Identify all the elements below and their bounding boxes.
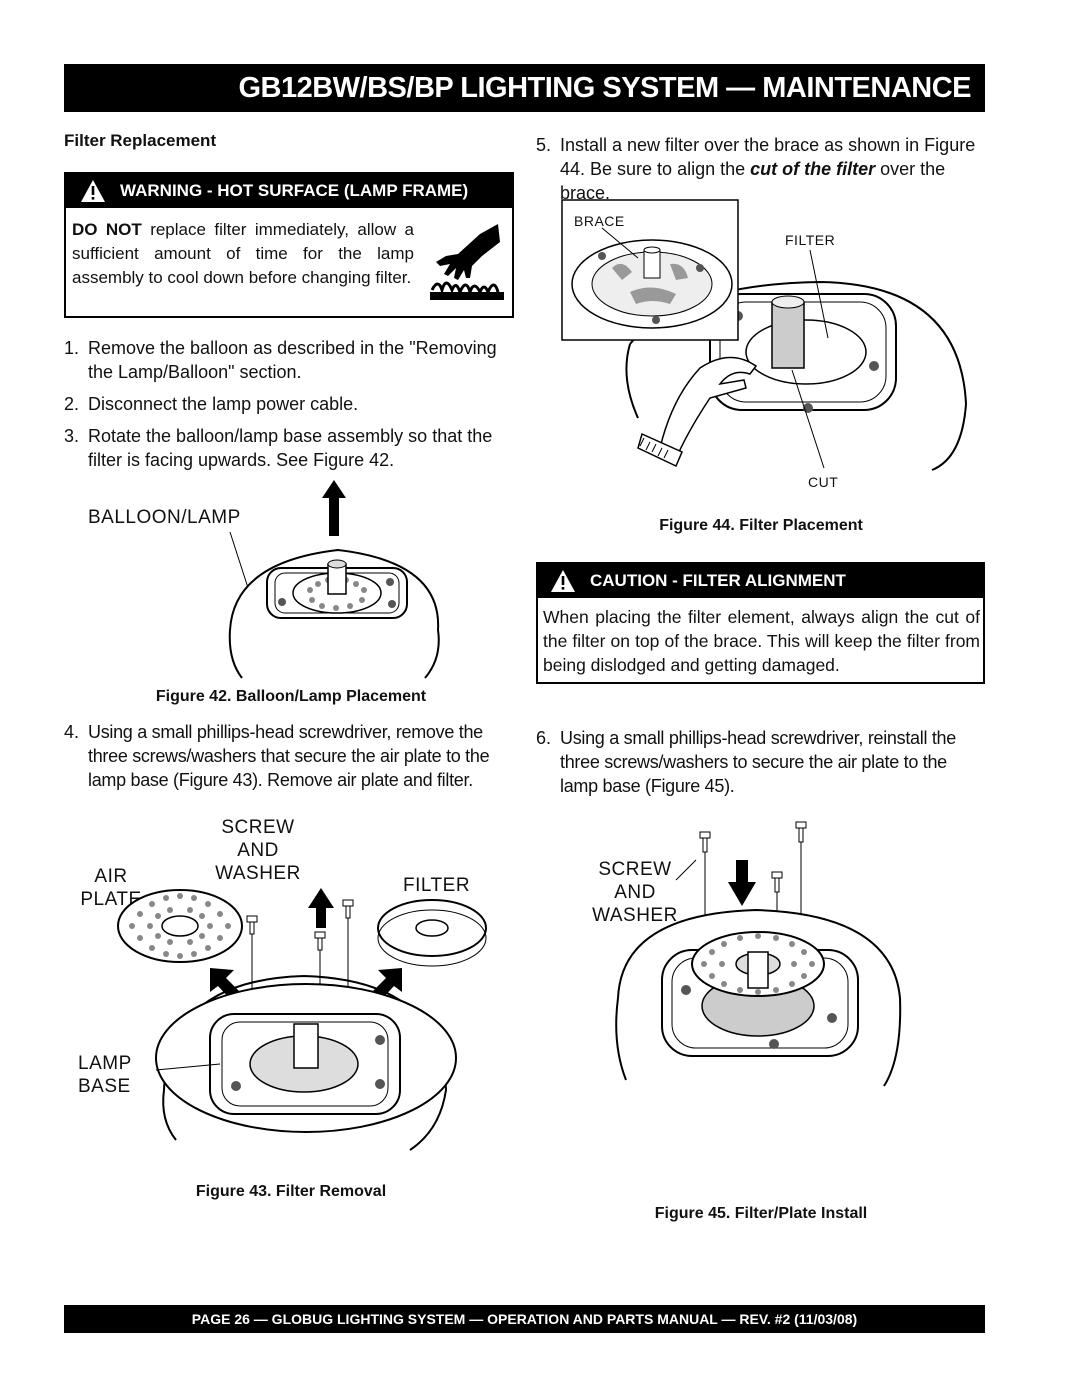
step-item: 2. Disconnect the lamp power cable. (64, 394, 359, 414)
caution-box: CAUTION - FILTER ALIGNMENT When placing … (536, 562, 985, 684)
fig45-screw-washer-label: SCREW AND WASHER (592, 859, 678, 926)
steps-list: 1. Remove the balloon as described in th… (64, 336, 516, 472)
figure-42-caption: Figure 42. Balloon/Lamp Placement (155, 688, 427, 705)
balloon-lamp-label: BALLOON/LAMP (88, 507, 241, 528)
caution-text: When placing the filter element, always … (543, 607, 980, 675)
warning-header: WARNING - HOT SURFACE (LAMP FRAME) (66, 174, 512, 208)
step-item: 4. Using a small phillips-head screwdriv… (64, 722, 490, 790)
filter-removal-illustration (117, 888, 487, 1151)
caution-title: CAUTION - FILTER ALIGNMENT (590, 571, 846, 590)
caution-header: CAUTION - FILTER ALIGNMENT (538, 564, 983, 598)
step-item: 1. Remove the balloon as described in th… (64, 338, 497, 382)
figure-44-caption: Figure 44. Filter Placement (659, 517, 863, 534)
brace-label: BRACE (574, 213, 625, 229)
warning-emphasis: DO NOT (72, 220, 142, 239)
emphasis-text: cut of the filter (750, 159, 876, 179)
caution-triangle-icon (551, 570, 575, 592)
fig44-filter-label: FILTER (785, 232, 836, 248)
filter-plate-install-illustration (615, 821, 902, 1087)
hot-surface-hand-icon (430, 224, 504, 300)
screw-washer-label: SCREW AND WASHER (215, 817, 301, 884)
warning-body: replace filter immediately, allow a suff… (72, 220, 415, 287)
warning-triangle-icon (81, 180, 105, 202)
lamp-base-label: LAMP BASE (78, 1053, 132, 1097)
warning-box: WARNING - HOT SURFACE (LAMP FRAME) DO NO… (64, 172, 514, 318)
figure-45-caption: Figure 45. Filter/Plate Install (654, 1205, 868, 1222)
air-plate-label: AIR PLATE (80, 866, 142, 910)
cut-label: CUT (808, 474, 839, 490)
section-title: Filter Replacement (64, 131, 217, 150)
warning-title: WARNING - HOT SURFACE (LAMP FRAME) (120, 181, 469, 200)
page-footer: PAGE 26 — GLOBUG LIGHTING SYSTEM — OPERA… (64, 1305, 985, 1333)
step-item: 5. Install a new filter over the brace a… (536, 135, 976, 203)
filter-placement-illustration (561, 199, 968, 471)
balloon-lamp-illustration (228, 480, 440, 679)
figure-43-caption: Figure 43. Filter Removal (195, 1183, 387, 1200)
page-title: GB12BW/BS/BP LIGHTING SYSTEM — MAINTENAN… (64, 64, 985, 112)
warning-text: DO NOT replace filter immediately, allow… (72, 218, 414, 290)
step-item: 6. Using a small phillips-head screwdriv… (536, 728, 956, 796)
step-item: 3. Rotate the balloon/lamp base assembly… (64, 426, 493, 470)
filter-label: FILTER (403, 875, 471, 896)
